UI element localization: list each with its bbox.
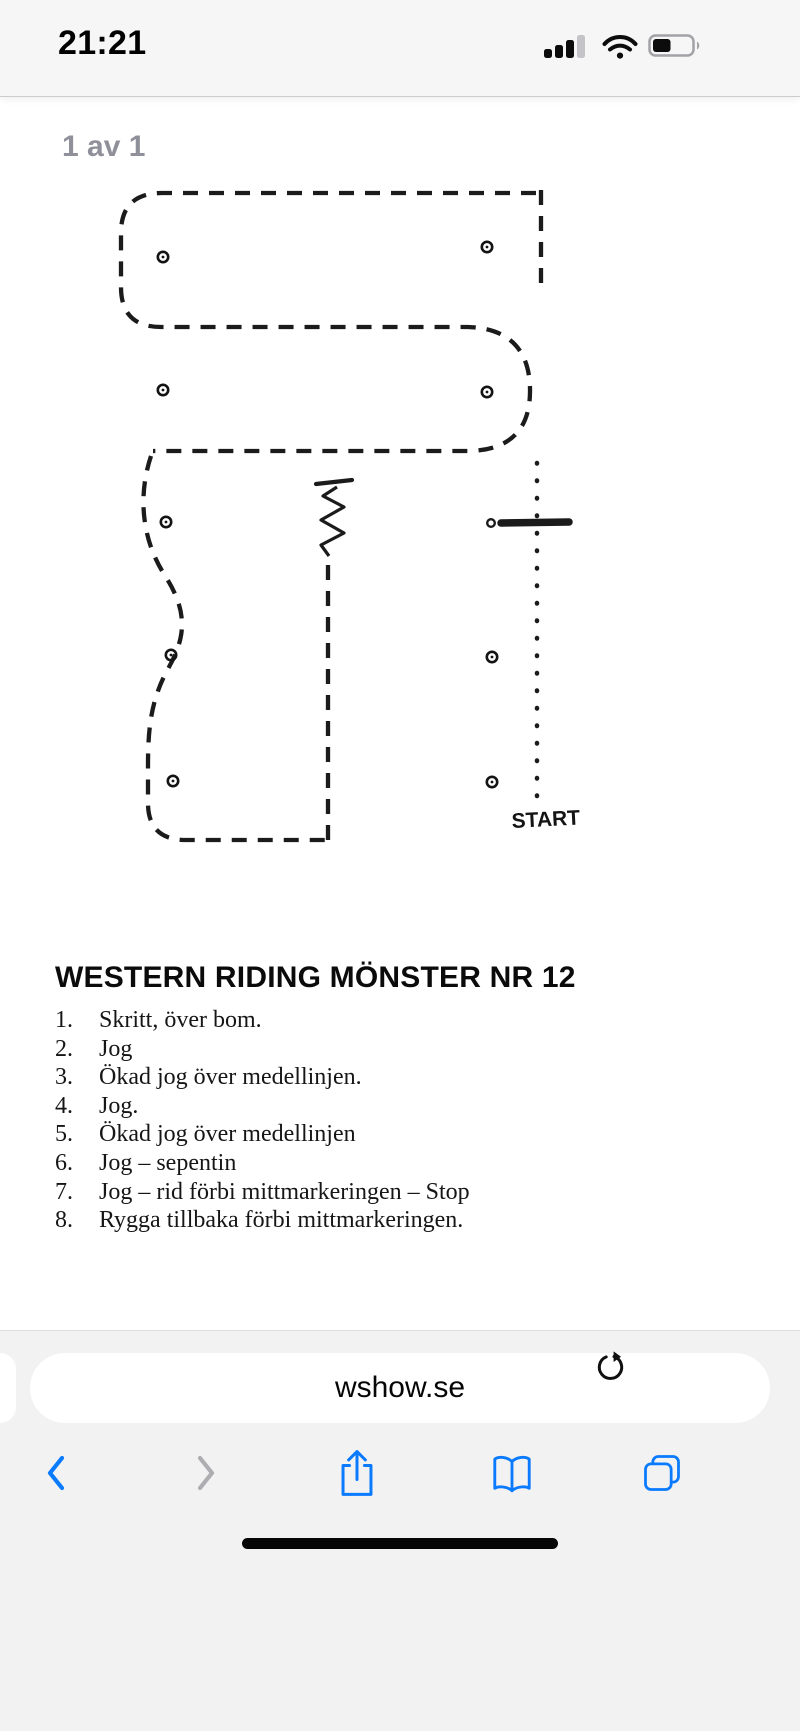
book-icon	[493, 1455, 531, 1493]
step-number: 4.	[55, 1092, 73, 1119]
status-icons	[544, 32, 704, 60]
marker-icon	[166, 774, 180, 788]
bookmarks-button[interactable]	[481, 1444, 543, 1502]
step-text: Skritt, över bom.	[99, 1007, 262, 1033]
reload-button[interactable]	[592, 1348, 628, 1384]
marker-icon	[164, 648, 178, 662]
step-number: 1.	[55, 1007, 73, 1033]
share-button[interactable]	[326, 1444, 388, 1502]
start-label: START	[511, 806, 581, 833]
pattern-step: 6. Jog – sepentin	[55, 1149, 765, 1178]
tabs-icon	[644, 1455, 680, 1491]
pattern-description: WESTERN RIDING MÖNSTER NR 12 1. Skritt, ö…	[55, 961, 765, 1235]
address-text: wshow.se	[334, 1371, 466, 1404]
cellular-signal-icon	[544, 35, 585, 58]
safari-bottom-bar: wshow.se	[0, 1330, 800, 1731]
pattern-step: 1. Skritt, över bom.	[55, 1006, 765, 1035]
pattern-step: 3. Ökad jog över medellinjen.	[55, 1063, 765, 1092]
marker-icon	[480, 385, 494, 399]
marker-icon	[480, 240, 494, 254]
pattern-step: 4. Jog.	[55, 1092, 765, 1121]
step-number: 6.	[55, 1149, 73, 1176]
step-number: 3.	[55, 1064, 73, 1091]
pattern-title: WESTERN RIDING MÖNSTER NR 12	[55, 961, 576, 994]
marker-icon	[156, 383, 170, 397]
forward-button[interactable]	[175, 1444, 237, 1502]
course-track-path	[141, 455, 326, 843]
home-indicator[interactable]	[242, 1538, 558, 1549]
adjacent-tab-edge[interactable]	[0, 1353, 16, 1423]
battery-icon	[648, 34, 700, 57]
serpentine-top-tick	[313, 477, 355, 487]
status-bar: 21:21	[0, 0, 800, 96]
course-track-path	[118, 190, 536, 454]
status-time: 21:21	[58, 24, 147, 62]
step-number: 2.	[55, 1035, 73, 1062]
step-text: Jog.	[99, 1092, 139, 1119]
pattern-steps: 1. Skritt, över bom. 2. Jog 3. Ökad jog öve…	[55, 1006, 765, 1235]
step-text: Jog – rid förbi mittmarkeringen – Stop	[99, 1178, 470, 1205]
pattern-step: 5. Ökad jog över medellinjen	[55, 1120, 765, 1149]
marker-icon	[159, 515, 173, 529]
step-number: 8.	[55, 1207, 73, 1234]
pole-icon	[497, 518, 573, 527]
serpentine-zigzag-icon	[319, 485, 346, 557]
cone-markers	[156, 240, 499, 789]
chevron-right-icon	[197, 1455, 215, 1491]
step-text: Jog	[99, 1035, 133, 1062]
step-text: Rygga tillbaka förbi mittmarkeringen.	[99, 1207, 464, 1234]
step-number: 7.	[55, 1178, 73, 1205]
marker-icon	[156, 250, 170, 264]
marker-icon	[485, 775, 499, 789]
step-number: 5.	[55, 1121, 73, 1148]
pattern-step: 2. Jog	[55, 1035, 765, 1064]
step-text: Jog – sepentin	[99, 1149, 237, 1176]
pattern-step: 7. Jog – rid förbi mittmarkeringen – Stop	[55, 1178, 765, 1207]
reload-icon	[597, 1351, 624, 1380]
tabs-button[interactable]	[631, 1444, 693, 1502]
pattern-step: 8. Rygga tillbaka förbi mittmarkeringen.	[55, 1206, 765, 1235]
back-button[interactable]	[25, 1444, 87, 1502]
address-bar[interactable]: wshow.se	[30, 1353, 770, 1423]
chevron-left-icon	[47, 1455, 65, 1491]
page-indicator: 1 av 1	[62, 130, 146, 163]
step-text: Ökad jog över medellinjen	[99, 1121, 356, 1148]
riding-pattern-diagram: START	[118, 190, 581, 843]
pole-ring	[486, 518, 497, 529]
wifi-icon	[602, 34, 638, 59]
step-text: Ökad jog över medellinjen.	[99, 1064, 362, 1091]
marker-icon	[485, 650, 499, 664]
share-icon	[341, 1450, 373, 1496]
